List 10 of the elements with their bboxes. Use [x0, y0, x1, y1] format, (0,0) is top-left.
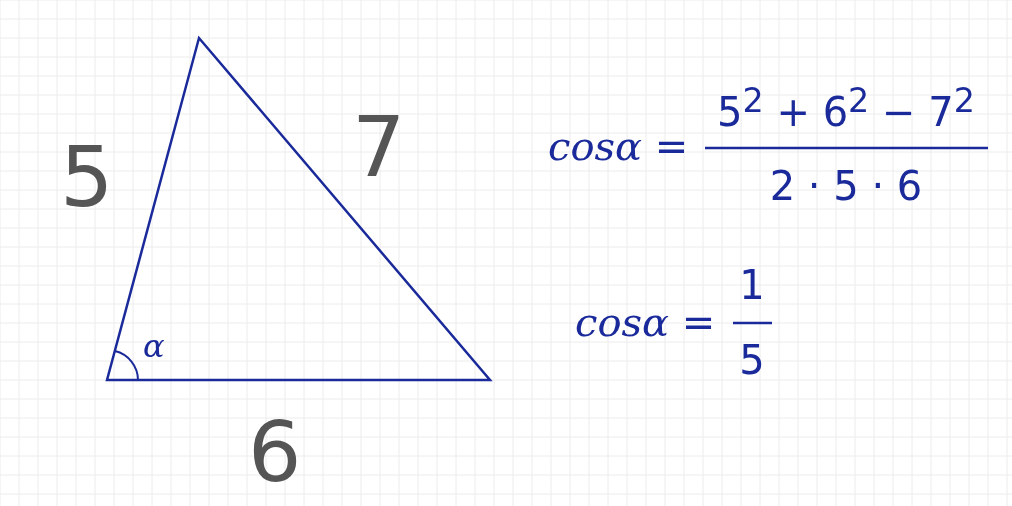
side-length-label: 7 — [352, 105, 406, 189]
angle-label: α — [143, 330, 165, 362]
fraction-numerator: 5$^{2}$ + 6$^{2}$ − 7$^{2}$ — [717, 84, 975, 133]
formula-text: cosα = — [575, 302, 716, 342]
fraction-denominator: 5 — [739, 340, 765, 380]
side-length-label: 6 — [248, 410, 302, 494]
fraction-denominator: 2 · 5 · 6 — [769, 166, 923, 206]
formula-text: cosα = — [548, 126, 689, 166]
fraction-numerator: 1 — [739, 265, 765, 305]
side-length-label: 5 — [60, 135, 114, 219]
